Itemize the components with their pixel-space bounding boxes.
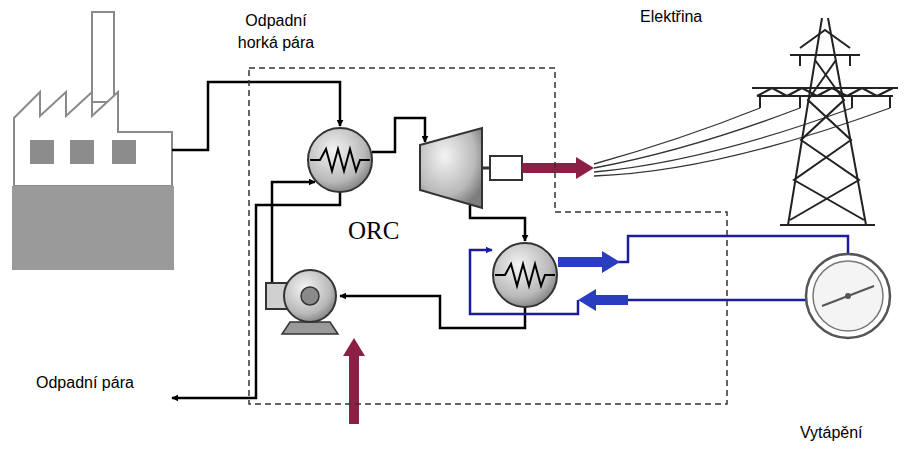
factory-illustration-part [12,186,174,270]
pylon-illustration-part [780,224,875,226]
condenser-symbol-part [493,243,557,307]
pump-symbol-part [301,287,319,305]
radiator-dial-symbol-part [813,261,883,331]
steam-pipes-part [172,192,340,398]
dashed-boundary-line [249,68,727,404]
evaporator-symbol [308,128,372,192]
pylon-illustration-part [800,55,850,66]
working-fluid-pipes-part [272,182,315,283]
radiator-dial-symbol-part [806,254,890,338]
heating-circuit-part [558,257,604,267]
system-title: ORC [348,217,399,245]
heating-circuit-part [578,289,596,311]
pump-symbol-part [284,270,336,322]
factory-illustration-part [30,140,54,164]
system-boundary: ORC [248,67,728,405]
turbine-symbol-part [420,128,482,208]
factory-illustration-part [14,92,172,186]
power-output-arrow-part [522,163,578,173]
condenser-symbol [493,243,557,307]
radiator-dial-symbol-part [845,293,851,299]
pump-symbol [266,270,338,334]
heating-circuit [470,236,848,314]
evaporator-symbol-part [310,149,370,171]
pylon-illustration-part [757,88,893,96]
turbine-symbol [420,128,522,208]
factory-illustration-part [112,140,136,164]
pylon-illustration-part [794,60,864,220]
radiator-dial-symbol [806,254,890,338]
input-label: Odpadní horká pára [227,10,325,54]
working-fluid-pipes-part [340,296,525,328]
pump-power-arrow-part [343,338,365,356]
pump-power-arrow-part [349,354,359,424]
heating-label: Vytápění [800,422,863,444]
turbine-symbol-part [482,167,490,170]
exhaust-label: Odpadní pára [36,372,134,394]
power-output-arrow-part [576,157,594,179]
evaporator-symbol-part [308,128,372,192]
condenser-symbol-part [495,264,555,286]
power-lines-part [594,108,800,168]
pylon-illustration-part [757,95,893,97]
pylon-illustration-part [760,96,890,108]
factory-illustration-part [92,12,114,102]
pump-symbol-part [282,322,338,334]
heating-circuit-part [618,236,848,262]
power-lines-part [594,108,852,172]
pump-power-arrow [343,338,365,424]
pylon-illustration-part [790,60,859,220]
steam-pipes [172,82,340,398]
heating-circuit-part [625,299,806,302]
turbine-symbol-part [490,156,522,180]
output-label: Elektřina [640,6,702,28]
pylon-illustration [752,18,898,225]
working-fluid-pipes-part [470,205,525,241]
working-fluid-pipes [272,118,525,328]
heating-circuit-part [594,295,628,305]
pylon-illustration-part [800,30,850,48]
factory-illustration [12,12,174,270]
dashed-boundary [248,67,728,405]
heating-circuit-part [602,251,620,273]
power-output-arrow [522,157,594,179]
factory-illustration-part [70,140,94,164]
working-fluid-pipes-part [372,118,425,152]
radiator-dial-symbol-part [822,286,874,306]
